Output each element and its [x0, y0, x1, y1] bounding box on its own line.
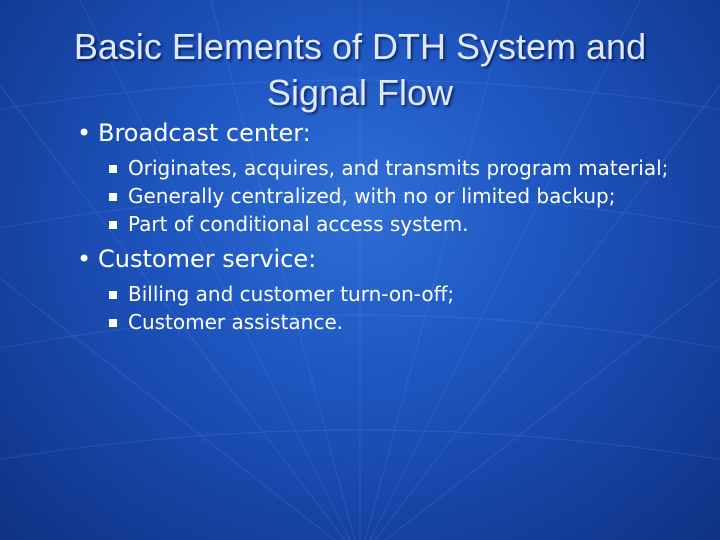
square-bullet-icon — [109, 193, 117, 201]
section-heading: • Broadcast center: — [70, 118, 690, 148]
slide-title-line-1: Basic Elements of DTH System and — [73, 26, 647, 67]
list-item-text: Generally centralized, with no or limite… — [128, 184, 616, 208]
section-broadcast-center: • Broadcast center: Originates, acquires… — [70, 118, 690, 236]
list-item-text: Billing and customer turn-on-off; — [128, 282, 455, 306]
square-bullet-icon — [109, 221, 117, 229]
list-item-text: Part of conditional access system. — [128, 212, 469, 236]
list-item: Part of conditional access system. — [109, 212, 690, 236]
slide-body: • Broadcast center: Originates, acquires… — [70, 118, 690, 342]
list-item: Generally centralized, with no or limite… — [109, 184, 690, 208]
slide-title-line-2: Signal Flow — [266, 72, 454, 113]
square-bullet-icon — [109, 319, 117, 327]
sub-bullet-list: Billing and customer turn-on-off; Custom… — [109, 282, 690, 334]
square-bullet-icon — [109, 291, 117, 299]
list-item: Customer assistance. — [109, 310, 690, 334]
list-item-text: Customer assistance. — [128, 310, 344, 334]
section-heading-text: Broadcast center: — [98, 119, 311, 147]
section-heading-text: Customer service: — [98, 245, 317, 273]
section-heading: • Customer service: — [70, 244, 690, 274]
round-bullet-icon: • — [77, 245, 92, 273]
sub-bullet-list: Originates, acquires, and transmits prog… — [109, 156, 690, 236]
list-item: Billing and customer turn-on-off; — [109, 282, 690, 306]
round-bullet-icon: • — [77, 119, 92, 147]
slide-title: Basic Elements of DTH System and Signal … — [20, 24, 700, 116]
list-item: Originates, acquires, and transmits prog… — [109, 156, 690, 180]
section-customer-service: • Customer service: Billing and customer… — [70, 244, 690, 334]
square-bullet-icon — [109, 165, 117, 173]
list-item-text: Originates, acquires, and transmits prog… — [128, 156, 669, 180]
